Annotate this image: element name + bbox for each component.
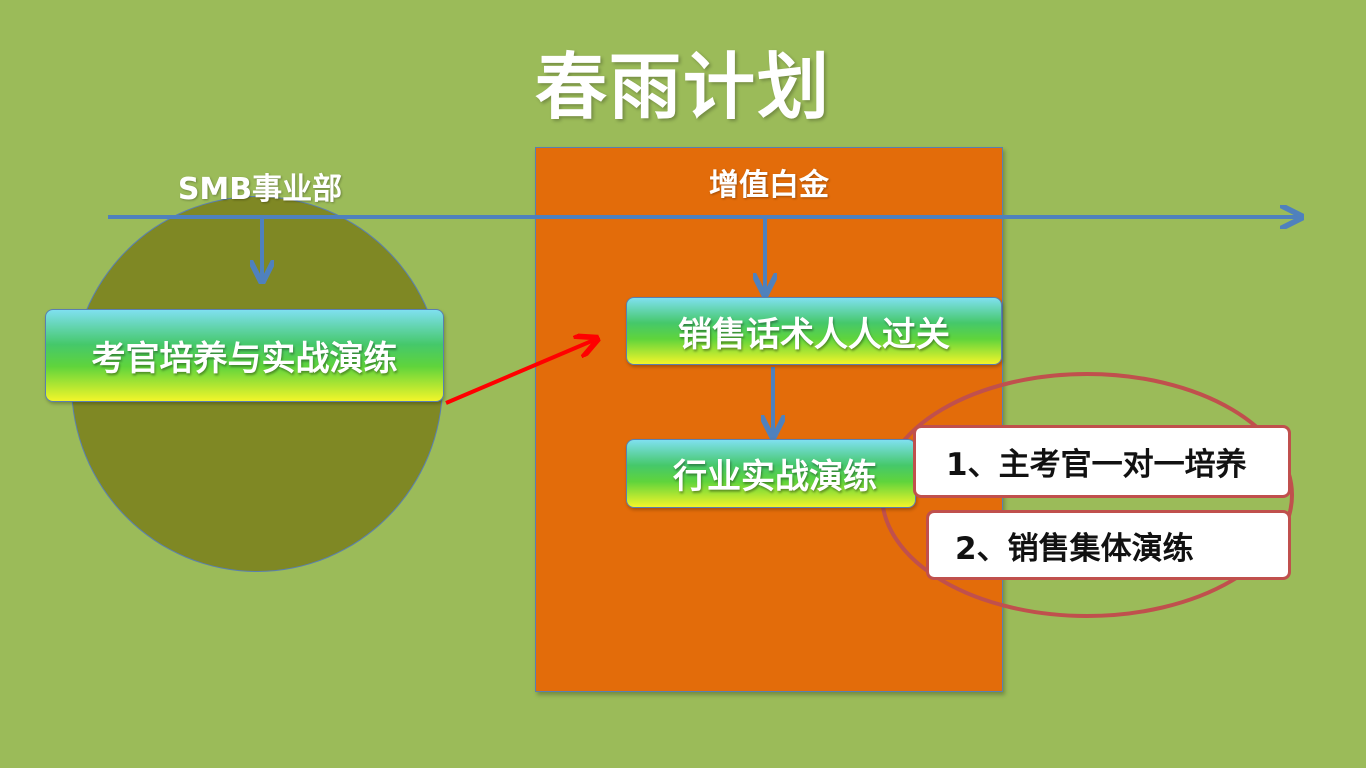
sales-script-box: 销售话术人人过关 (626, 297, 1002, 365)
industry-drill-box: 行业实战演练 (626, 439, 916, 508)
highlight-item-1: 1、主考官一对一培养 (913, 425, 1291, 498)
page-title: 春雨计划 (534, 45, 831, 129)
red-transfer-arrow (445, 340, 594, 405)
platinum-group-label: 增值白金 (709, 168, 829, 203)
highlight-item-2: 2、销售集体演练 (926, 510, 1291, 580)
smb-group-label: SMB事业部 (177, 172, 343, 207)
examiner-training-box: 考官培养与实战演练 (45, 309, 444, 402)
